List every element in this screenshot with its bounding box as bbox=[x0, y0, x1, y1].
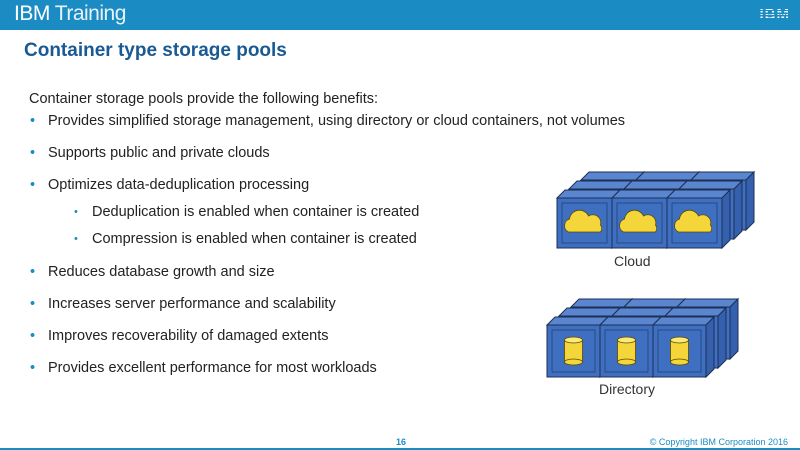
bullet: Supports public and private clouds bbox=[30, 145, 625, 177]
directory-container-cube bbox=[598, 315, 663, 379]
disk-cylinder-icon bbox=[617, 336, 636, 366]
cloud-icon bbox=[619, 209, 658, 233]
cloud-label: Cloud bbox=[614, 253, 651, 269]
header-bar: IBM Training IBM bbox=[0, 0, 800, 30]
brand-ibm: IBM bbox=[14, 2, 50, 25]
bullet: Improves recoverability of damaged exten… bbox=[30, 328, 625, 360]
sub-bullet: Compression is enabled when container is… bbox=[30, 231, 625, 264]
page-number: 16 bbox=[396, 437, 407, 447]
disk-cylinder-icon bbox=[564, 336, 583, 366]
bullet: Optimizes data-deduplication processing bbox=[30, 177, 625, 204]
directory-container-cube bbox=[545, 315, 610, 379]
cloud-container-cube bbox=[555, 188, 622, 250]
bullet: Increases server performance and scalabi… bbox=[30, 296, 625, 328]
directory-label: Directory bbox=[599, 381, 656, 397]
copyright: © Copyright IBM Corporation 2016 bbox=[649, 437, 788, 447]
bullet: Reduces database growth and size bbox=[30, 264, 625, 296]
ibm-logo: IBM bbox=[759, 6, 790, 23]
bullet: Provides simplified storage management, … bbox=[30, 113, 625, 145]
sub-bullet: Deduplication is enabled when container … bbox=[30, 204, 625, 231]
cloud-icon bbox=[674, 209, 713, 233]
bullet: Provides excellent performance for most … bbox=[30, 360, 625, 392]
cloud-icon bbox=[564, 209, 603, 233]
footer-line bbox=[0, 448, 800, 450]
disk-cylinder-icon bbox=[670, 336, 689, 366]
directory-container-cube bbox=[651, 315, 716, 379]
intro-text: Container storage pools provide the foll… bbox=[29, 91, 379, 107]
container-diagram bbox=[545, 170, 756, 379]
cloud-container-cube bbox=[610, 188, 677, 250]
slide-title: Container type storage pools bbox=[24, 40, 287, 61]
cloud-container-cube bbox=[665, 188, 732, 250]
brand-training: Training bbox=[49, 2, 127, 25]
benefits-list: Provides simplified storage management, … bbox=[30, 113, 625, 392]
brand-title: IBM Training bbox=[14, 2, 126, 26]
